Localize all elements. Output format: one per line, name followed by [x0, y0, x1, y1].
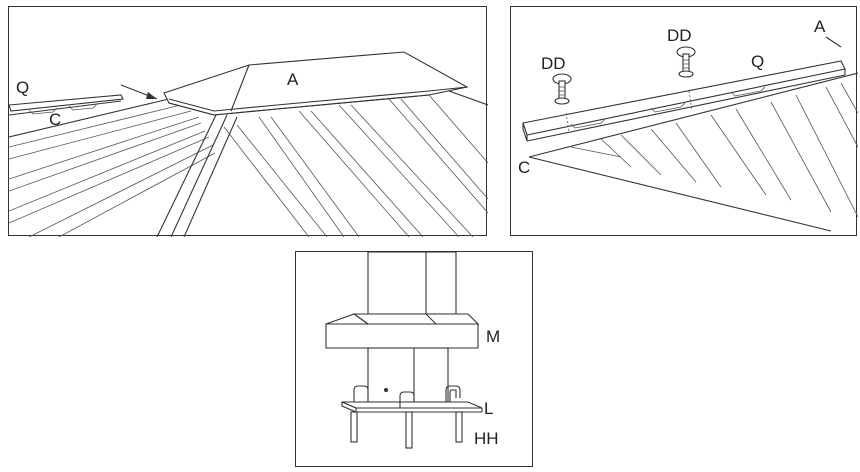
roof-panel-edge: [528, 156, 832, 232]
roof-edge-right: [448, 90, 488, 106]
panel-roof-cap-overview: Q C A: [8, 6, 488, 237]
anchor-bolts-hh: [350, 411, 463, 449]
panel-post-base: M L HH: [295, 251, 533, 467]
roof-panel-ribs: [9, 94, 488, 237]
hip-rib: [156, 114, 238, 237]
label-dd-right: DD: [667, 26, 692, 45]
rail-bolting-illustration: [522, 36, 858, 232]
roof-cap-illustration: [9, 51, 488, 237]
leader-a: [825, 36, 842, 48]
roof-panel-ribs: [570, 82, 858, 218]
panel-rail-bolting: DD DD Q A C: [510, 6, 858, 236]
label-a: A: [287, 70, 299, 89]
post-hole: [384, 388, 388, 392]
post-lower: [367, 347, 449, 403]
bracket-l: [353, 385, 461, 408]
label-a: A: [814, 17, 826, 36]
bolt-dd-left: [552, 73, 572, 105]
rail-q: [9, 94, 124, 112]
label-hh: HH: [474, 429, 499, 448]
label-c: C: [518, 158, 531, 177]
base-plate: [341, 401, 483, 409]
post-base-illustration: [325, 252, 483, 449]
label-m: M: [486, 327, 501, 346]
label-q: Q: [16, 78, 30, 97]
roof-edge-left: [9, 98, 170, 138]
label-q: Q: [751, 52, 765, 71]
roof-panel-top: [528, 72, 858, 158]
base-trim-m: [325, 313, 480, 349]
post: [367, 252, 457, 315]
label-c: C: [49, 110, 62, 129]
bolt-dd-right: [676, 46, 696, 78]
arrow-head: [146, 92, 157, 99]
label-l: L: [484, 399, 494, 418]
label-dd-left: DD: [541, 54, 566, 73]
